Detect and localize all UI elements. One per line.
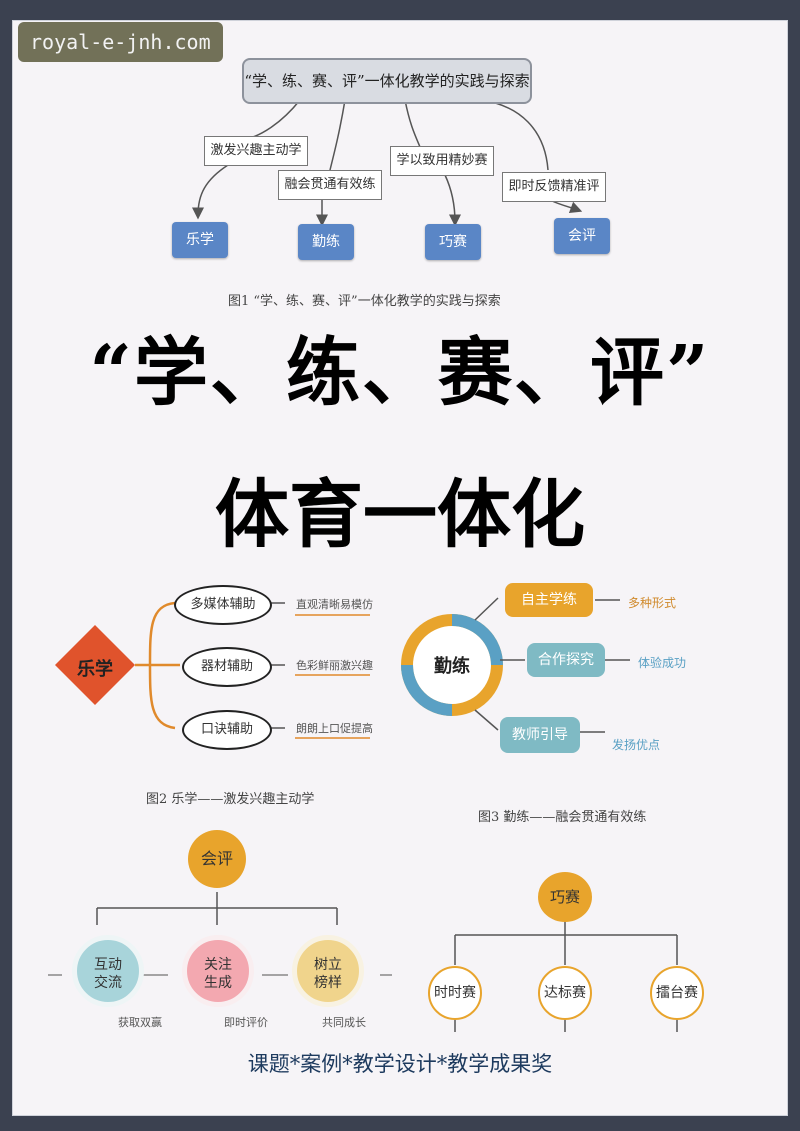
fig5-connectors (454, 920, 678, 1032)
fig2-center: 乐学 (77, 659, 113, 680)
fig1-node-qiaosai: 巧赛 (425, 224, 481, 260)
fig2-note-3: 朗朗上口促提高 (296, 722, 373, 735)
fig5-item-1: 时时赛 (428, 966, 482, 1020)
fig4-item-2: 关注 生成 (182, 935, 254, 1007)
fig3-connectors (401, 597, 630, 733)
poster (12, 20, 788, 1116)
headline-line2: 体育一体化 (215, 472, 585, 558)
fig1-label-2: 融会贯通有效练 (278, 170, 382, 200)
fig3-caption: 图3 勤练——融会贯通有效练 (478, 810, 647, 825)
watermark: royal-e-jnh.com (18, 22, 223, 62)
fig4-connectors (48, 892, 392, 976)
fig1-caption: 图1 “学、练、赛、评”一体化教学的实践与探索 (228, 294, 501, 309)
fig3-center: 勤练 (434, 656, 470, 677)
footer-text: 课题*案例*教学设计*教学成果奖 (247, 1052, 553, 1076)
fig1-label-1: 激发兴趣主动学 (204, 136, 308, 166)
fig5-item-2: 达标赛 (538, 966, 592, 1020)
fig4-item-1: 互动 交流 (72, 935, 144, 1007)
fig1-label-3: 学以致用精妙赛 (390, 146, 494, 176)
fig2-note-2: 色彩鲜丽激兴趣 (296, 659, 373, 672)
fig4-center: 会评 (188, 830, 246, 888)
fig4-item-3: 树立 榜样 (292, 935, 364, 1007)
fig3-note-3: 发扬优点 (612, 738, 661, 752)
fig2-item-3: 口诀辅助 (182, 710, 272, 750)
fig1-node-qinlian: 勤练 (298, 224, 354, 260)
fig2-note-1: 直观清晰易模仿 (296, 598, 373, 611)
fig3-item-1: 自主学练 (505, 583, 593, 617)
fig2-item-2: 器材辅助 (182, 647, 272, 687)
fig1-node-lexue: 乐学 (172, 222, 228, 258)
fig2-caption: 图2 乐学——激发兴趣主动学 (146, 792, 315, 807)
fig3-note-1: 多种形式 (628, 596, 677, 610)
fig3-item-3: 教师引导 (500, 717, 580, 753)
fig4-note-1: 获取双赢 (118, 1016, 162, 1029)
fig2-connectors (55, 601, 370, 739)
fig5-center: 巧赛 (538, 872, 592, 922)
fig1-title: “学、练、赛、评”一体化教学的实践与探索 (242, 58, 532, 104)
fig4-note-2: 即时评价 (224, 1016, 268, 1029)
fig1-label-4: 即时反馈精准评 (502, 172, 606, 202)
fig3-item-2: 合作探究 (527, 643, 605, 677)
fig2-item-1: 多媒体辅助 (174, 585, 272, 625)
fig1-node-huiping: 会评 (554, 218, 610, 254)
headline-line1: “学、练、赛、评” (89, 330, 711, 416)
fig5-item-3: 擂台赛 (650, 966, 704, 1020)
fig4-note-3: 共同成长 (322, 1016, 366, 1029)
fig3-note-2: 体验成功 (638, 656, 687, 670)
